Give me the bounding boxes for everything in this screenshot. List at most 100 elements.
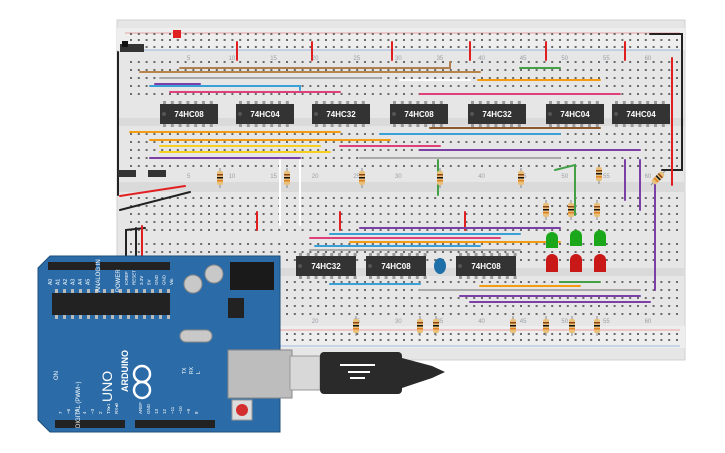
column-number: 45 [520,319,527,325]
capacitor-2 [204,264,224,284]
ic-chip[interactable]: 74HC08 [456,253,517,279]
analog-label: ANALOG IN [96,259,102,292]
power-pin-label: RESET [132,270,137,285]
wire-green-3 [554,163,576,216]
column-number: 25 [353,56,360,62]
analog-pin-label: A5 [86,279,92,285]
power-header [100,262,170,270]
ic-chip[interactable]: 74HC04 [612,101,670,127]
status-led-label: L [196,371,202,374]
usb-port [227,349,293,399]
resistors [217,164,666,336]
capacitor [434,258,446,274]
led-green-2 [570,230,582,246]
resistor [594,200,600,220]
aref-pin-label: ~10 [178,406,183,414]
ic-chip[interactable]: 74HC04 [546,101,604,127]
power-label: POWER [116,269,122,292]
ic-label: 74HC08 [404,110,434,119]
digital-header-2 [135,420,215,428]
analog-pin-label: A4 [78,279,84,285]
resistor [596,164,602,184]
ic-label: 74HC32 [482,110,512,119]
arduino-uno[interactable]: ARDUINO UNO ON POWER ANALOG IN DIGITAL (… [37,255,293,433]
power-pin-label: Vin [169,278,174,285]
ic-label: 74HC08 [471,262,501,271]
column-number: 50 [561,174,568,180]
ic-label: 74HC04 [626,110,656,119]
usb-cable [289,352,445,394]
digital-pin-label: ~5 [74,408,79,414]
brand-label: ARDUINO [120,350,130,392]
resistor [359,168,365,188]
column-number: 35 [437,56,444,62]
ic-label: 74HC04 [250,110,280,119]
resistor [594,316,600,336]
wire-blue-1 [149,85,301,91]
ic-label: 74HC04 [560,110,590,119]
ic-chip[interactable]: 74HC08 [366,253,427,279]
ic-label: 74HC32 [311,262,341,271]
switches[interactable] [118,30,181,177]
resistor [543,316,549,336]
resistor [437,168,443,188]
digital-pin-label: ~3 [90,408,95,414]
ic-label: 74HC08 [381,262,411,271]
switch-3 [148,170,166,177]
resistor [417,316,423,336]
aref-pin-label: 13 [154,408,159,414]
digital-pin-label: TX▸1 [106,403,111,414]
ic-row-top: 74HC08 74HC04 74HC32 74HC08 74HC32 74HC04 74HC… [160,101,670,127]
wire-tan-2 [179,61,451,69]
column-number: 5 [187,174,191,180]
analog-pin-label: A3 [71,279,77,285]
column-number: 60 [645,56,652,62]
column-number: 50 [561,319,568,325]
column-number: 55 [603,174,610,180]
led-red-2 [570,254,582,272]
column-number: 30 [395,174,402,180]
column-number: 25 [353,174,360,180]
leds [546,230,606,272]
digital-label: DIGITAL (PWM~) [76,381,82,428]
column-number: 10 [229,174,236,180]
wires [117,33,683,331]
capacitor-1 [183,274,203,294]
column-number: 50 [561,56,568,62]
ic-chip[interactable]: 74HC32 [296,253,357,279]
atmega-pins [55,289,170,319]
digital-pin-label: 2 [98,411,103,414]
column-number: 5 [187,56,191,62]
led-green-1 [546,232,558,248]
resistor [284,168,290,188]
aref-pin-label: AREF [138,402,143,414]
aref-pin-label: ~11 [170,406,175,414]
column-number: 20 [312,174,319,180]
resistor [569,316,575,336]
ic-chip[interactable]: 74HC08 [160,101,218,127]
aref-pin-label: GND [146,403,151,414]
column-number: 10 [229,56,236,62]
power-pin-label: 3.3V [139,276,144,285]
column-number: 30 [395,319,402,325]
ic-chip[interactable]: 74HC32 [468,101,526,127]
resistor [353,316,359,336]
column-number: 20 [312,319,319,325]
column-number: 20 [312,56,319,62]
analog-pin-label: A1 [56,279,62,285]
reset-switch-top [173,30,181,38]
status-led-label: RX [189,366,195,374]
ic-chip[interactable]: 74HC04 [236,101,294,127]
ic-chip[interactable]: 74HC32 [312,101,370,127]
digital-pin-label: RX◂0 [114,402,119,414]
ic-chip[interactable]: 74HC08 [390,101,448,127]
ic-row-bottom: 74HC32 74HC08 74HC08 [296,253,517,279]
analog-header [48,262,96,270]
switch-1 [120,44,144,52]
wire-red-power [119,185,186,197]
column-number: 35 [437,319,444,325]
